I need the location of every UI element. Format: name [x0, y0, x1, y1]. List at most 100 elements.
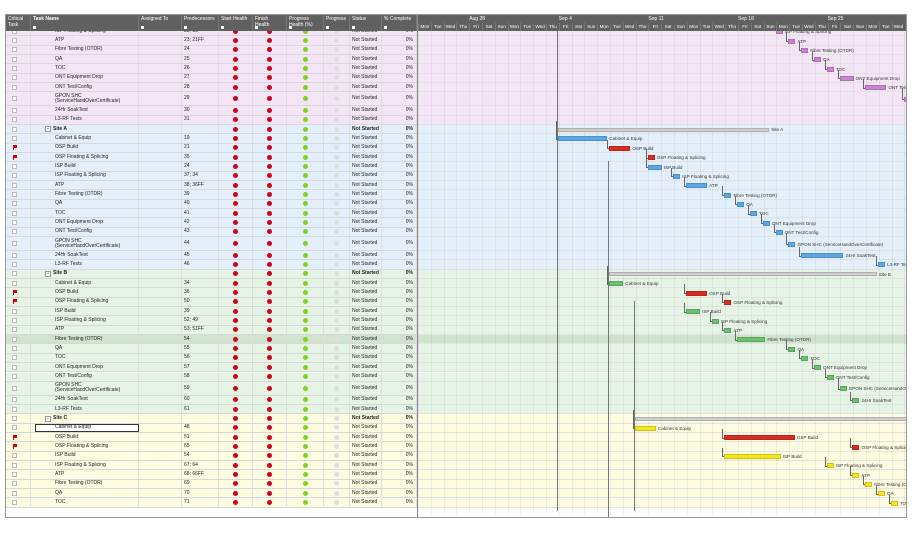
status-cell[interactable]: Not Started: [350, 479, 382, 489]
assigned-to-cell[interactable]: [139, 372, 182, 381]
progress-health-cell[interactable]: [287, 344, 324, 353]
critical-checkbox[interactable]: [12, 271, 17, 277]
predecessors-cell[interactable]: 52; 49: [182, 316, 219, 325]
task-bar[interactable]: [826, 66, 834, 72]
assigned-to-cell[interactable]: [139, 36, 182, 45]
progress-cell[interactable]: [324, 363, 350, 372]
start-health-cell[interactable]: [219, 297, 253, 307]
start-health-cell[interactable]: [219, 209, 253, 218]
progress-health-cell[interactable]: [287, 260, 324, 269]
critical-task-cell[interactable]: [6, 363, 31, 372]
finish-health-cell[interactable]: [253, 479, 287, 489]
assigned-to-cell[interactable]: [139, 442, 182, 451]
start-health-cell[interactable]: [219, 218, 253, 227]
finish-health-cell[interactable]: [253, 307, 287, 316]
task-bar[interactable]: [814, 365, 822, 371]
start-health-cell[interactable]: [219, 55, 253, 64]
critical-task-cell[interactable]: [6, 64, 31, 73]
progress-health-cell[interactable]: [287, 153, 324, 162]
critical-task-cell[interactable]: [6, 288, 31, 297]
status-cell[interactable]: Not Started: [350, 269, 382, 278]
start-health-cell[interactable]: [219, 307, 253, 316]
status-cell[interactable]: Not Started: [350, 381, 382, 395]
progress-health-cell[interactable]: [287, 64, 324, 73]
critical-checkbox[interactable]: [12, 462, 17, 468]
predecessors-cell[interactable]: 38; 36FF: [182, 181, 219, 190]
task-bar[interactable]: [865, 481, 873, 487]
critical-checkbox[interactable]: [12, 472, 17, 478]
predecessors-cell[interactable]: 57: [182, 363, 219, 372]
percent-complete-cell[interactable]: 0%: [382, 250, 417, 260]
critical-checkbox[interactable]: [12, 75, 17, 81]
task-bar[interactable]: [724, 299, 732, 305]
assigned-to-cell[interactable]: [139, 451, 182, 461]
predecessors-cell[interactable]: 58: [182, 372, 219, 381]
progress-health-cell[interactable]: [287, 372, 324, 381]
critical-task-cell[interactable]: [6, 414, 31, 423]
finish-health-cell[interactable]: [253, 124, 287, 134]
finish-health-cell[interactable]: [253, 405, 287, 414]
progress-health-cell[interactable]: [287, 269, 324, 278]
percent-complete-cell[interactable]: 0%: [382, 395, 417, 404]
critical-task-cell[interactable]: [6, 307, 31, 316]
task-bar[interactable]: [801, 355, 809, 361]
finish-health-cell[interactable]: [253, 335, 287, 344]
status-cell[interactable]: Not Started: [350, 395, 382, 404]
task-name-cell[interactable]: ONT Test/Config: [31, 372, 139, 381]
progress-health-cell[interactable]: [287, 73, 324, 83]
percent-complete-cell[interactable]: 0%: [382, 279, 417, 288]
finish-health-cell[interactable]: [253, 162, 287, 171]
task-bar[interactable]: [558, 136, 608, 142]
predecessors-cell[interactable]: 44: [182, 237, 219, 250]
progress-health-cell[interactable]: [287, 479, 324, 489]
assigned-to-cell[interactable]: [139, 344, 182, 353]
progress-cell[interactable]: [324, 31, 350, 36]
progress-cell[interactable]: [324, 36, 350, 45]
predecessors-cell[interactable]: [182, 124, 219, 134]
finish-health-cell[interactable]: [253, 414, 287, 423]
progress-cell[interactable]: [324, 269, 350, 278]
status-cell[interactable]: Not Started: [350, 83, 382, 92]
column-header-pred[interactable]: Predecessors: [182, 15, 219, 31]
task-name-cell[interactable]: TOC: [31, 209, 139, 218]
progress-health-cell[interactable]: [287, 395, 324, 404]
task-bar[interactable]: [750, 211, 758, 217]
task-bar[interactable]: [878, 262, 886, 268]
predecessors-cell[interactable]: 61: [182, 405, 219, 414]
finish-health-cell[interactable]: [253, 190, 287, 199]
progress-cell[interactable]: [324, 45, 350, 55]
status-cell[interactable]: Not Started: [350, 325, 382, 335]
critical-task-cell[interactable]: [6, 461, 31, 470]
critical-checkbox[interactable]: [12, 56, 17, 62]
critical-checkbox[interactable]: [12, 336, 17, 342]
finish-health-cell[interactable]: [253, 325, 287, 335]
assigned-to-cell[interactable]: [139, 55, 182, 64]
progress-health-cell[interactable]: [287, 288, 324, 297]
finish-health-cell[interactable]: [253, 64, 287, 73]
status-cell[interactable]: Not Started: [350, 134, 382, 143]
finish-health-cell[interactable]: [253, 45, 287, 55]
status-cell[interactable]: Not Started: [350, 423, 382, 433]
percent-complete-cell[interactable]: 0%: [382, 381, 417, 395]
task-bar[interactable]: [890, 500, 898, 506]
column-header-status[interactable]: Status: [350, 15, 382, 31]
status-cell[interactable]: Not Started: [350, 31, 382, 36]
task-name-cell[interactable]: ISP Build: [31, 162, 139, 171]
assigned-to-cell[interactable]: [139, 134, 182, 143]
progress-cell[interactable]: [324, 433, 350, 442]
progress-cell[interactable]: [324, 316, 350, 325]
percent-complete-cell[interactable]: 0%: [382, 414, 417, 423]
task-name-cell[interactable]: Fibre Testing (OTDR): [31, 190, 139, 199]
predecessors-cell[interactable]: 67; 64: [182, 461, 219, 470]
critical-checkbox[interactable]: [12, 346, 17, 352]
status-cell[interactable]: Not Started: [350, 153, 382, 162]
progress-health-cell[interactable]: [287, 199, 324, 209]
